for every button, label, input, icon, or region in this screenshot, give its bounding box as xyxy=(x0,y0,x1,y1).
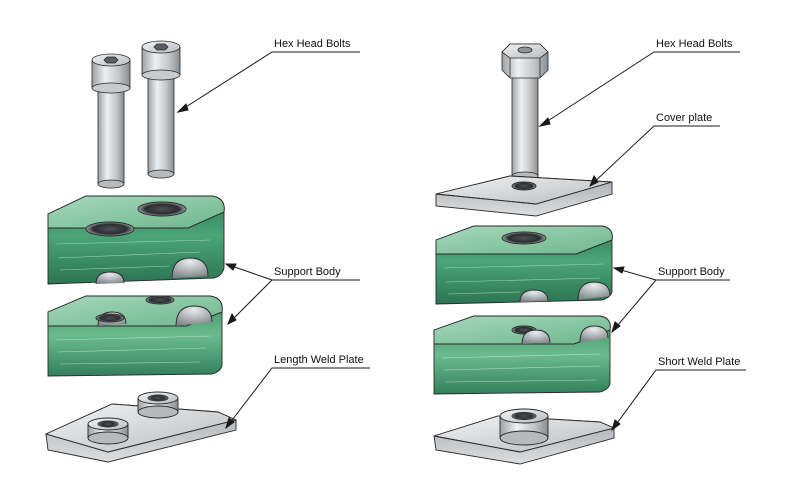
leader-left-weld-plate xyxy=(225,367,370,429)
arrowhead xyxy=(224,263,237,271)
label-right-short-weld-plate: Short Weld Plate xyxy=(658,356,741,368)
leader-right-weld-plate xyxy=(611,369,746,431)
arrowhead xyxy=(611,419,621,432)
right-support-body-lower xyxy=(433,315,611,395)
leader-right-bolts xyxy=(539,51,740,127)
arrowhead xyxy=(176,103,189,113)
left-support-body-lower xyxy=(47,295,223,377)
label-right-hex-head-bolts: Hex Head Bolts xyxy=(656,38,733,50)
right-short-weld-plate xyxy=(433,408,616,465)
label-left-support-body: Support Body xyxy=(274,266,341,278)
arrowhead xyxy=(611,321,621,334)
left-bolt-2 xyxy=(141,40,181,179)
leader-right-support xyxy=(611,279,730,333)
right-hex-head-bolt xyxy=(501,43,549,181)
right-cover-plate xyxy=(435,175,613,217)
arrowhead xyxy=(225,417,235,430)
label-right-cover-plate: Cover plate xyxy=(656,112,713,124)
left-hex-head-bolts xyxy=(91,40,181,189)
leader-left-bolts xyxy=(177,51,360,113)
left-length-weld-plate xyxy=(44,391,238,463)
arrowhead xyxy=(589,174,599,188)
label-left-length-weld-plate: Length Weld Plate xyxy=(274,354,364,366)
leader-lines xyxy=(176,51,746,432)
arrowhead xyxy=(612,266,625,274)
right-support-body-upper xyxy=(435,225,613,305)
leader-right-cover-plate xyxy=(589,125,720,187)
label-right-support-body: Support Body xyxy=(658,266,725,278)
arrowhead xyxy=(227,312,237,326)
leader-left-support xyxy=(227,279,360,325)
arrowhead xyxy=(538,117,551,127)
left-bolt-1 xyxy=(91,53,131,189)
left-support-body-upper xyxy=(47,195,225,285)
label-left-hex-head-bolts: Hex Head Bolts xyxy=(274,38,351,50)
